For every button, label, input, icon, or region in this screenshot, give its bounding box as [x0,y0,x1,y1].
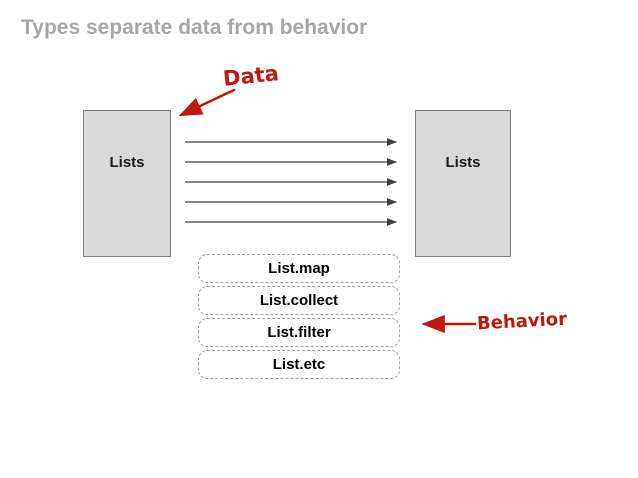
data-box-left: Lists [83,110,171,257]
slide-title: Types separate data from behavior [21,16,368,39]
behavior-item-list-filter: List.filter [198,318,400,347]
data-flow-arrows [185,138,398,226]
behavior-item-list-etc: List.etc [198,350,400,379]
behavior-item-list-map: List.map [198,254,400,283]
data-box-right-label: Lists [445,154,481,171]
behavior-annotation-arrow-icon [421,314,477,334]
data-box-left-label: Lists [109,154,145,171]
data-annotation-arrow-icon [178,88,236,117]
behavior-stack: List.map List.collect List.filter List.e… [198,254,400,379]
data-box-right: Lists [415,110,511,257]
behavior-annotation-label: Behavior [476,308,568,335]
behavior-item-list-collect: List.collect [198,286,400,315]
